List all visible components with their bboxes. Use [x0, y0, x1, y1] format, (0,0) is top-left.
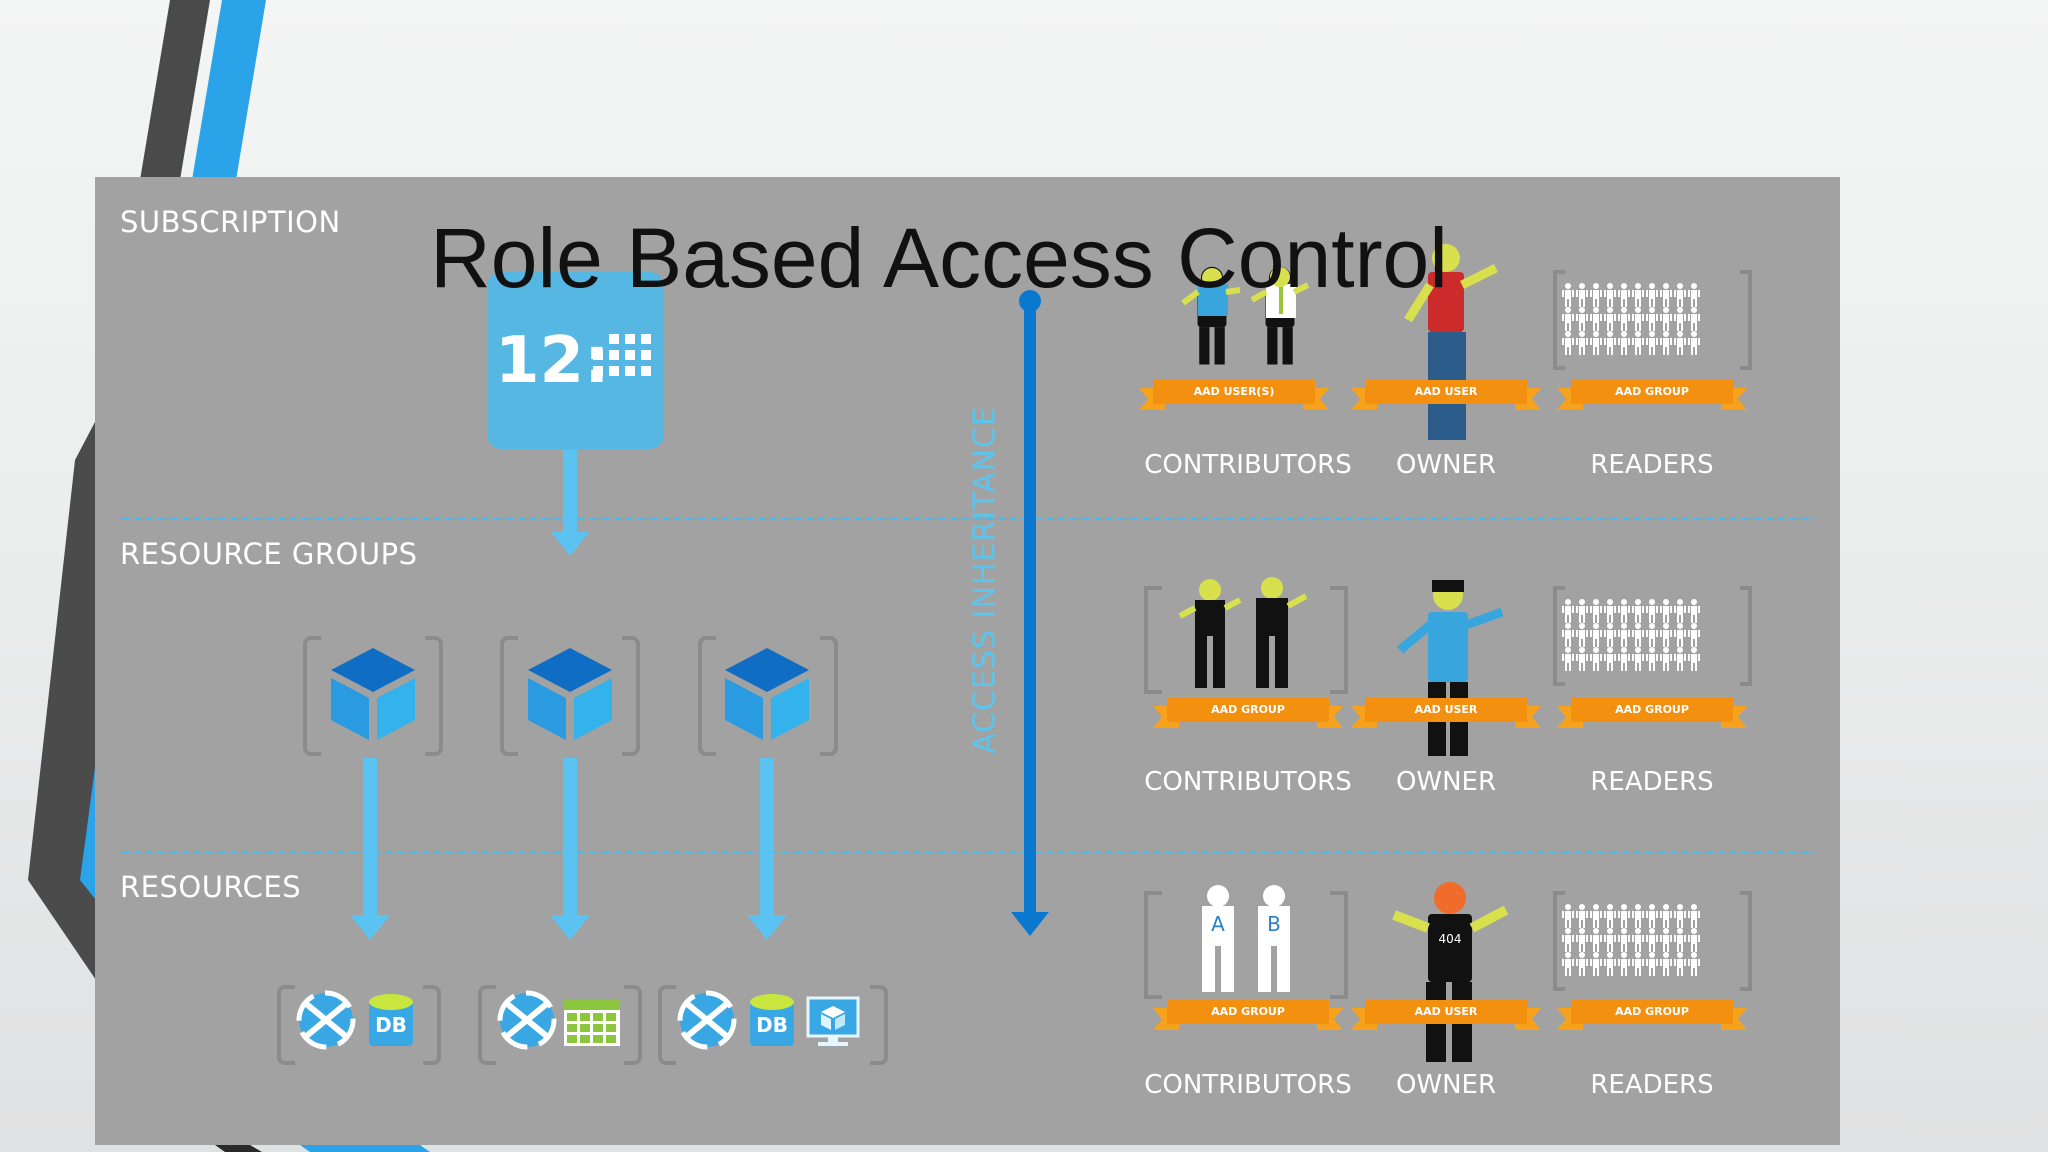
role-badge: AAD GROUP — [1153, 1000, 1343, 1030]
role-badge: AAD GROUP — [1557, 1000, 1747, 1030]
shirt-number: 404 — [1438, 932, 1462, 946]
role-badge: AAD USER — [1351, 380, 1541, 410]
role-label-readers: READERS — [1590, 1070, 1714, 1100]
role-label-readers: READERS — [1590, 450, 1714, 480]
resource-bracket-1 — [277, 983, 441, 1067]
role-badge: AAD GROUP — [1153, 698, 1343, 728]
role-badge: AAD USER — [1351, 1000, 1541, 1030]
role-badge: AAD USER(S) — [1139, 380, 1329, 410]
role-badge: AAD GROUP — [1557, 380, 1747, 410]
resource-bracket-3 — [658, 983, 888, 1067]
shirt-letter-b: B — [1267, 912, 1281, 936]
shirt-letter-a: A — [1211, 912, 1225, 936]
section-label-resource-groups: RESOURCE GROUPS — [120, 537, 418, 571]
resource-group-bracket-2 — [500, 634, 640, 758]
role-label-contributors: CONTRIBUTORS — [1144, 450, 1352, 480]
subscription-icon-number: 12: — [495, 324, 610, 398]
role-label-contributors: CONTRIBUTORS — [1144, 767, 1352, 797]
role-badge: AAD GROUP — [1557, 698, 1747, 728]
role-badge: AAD USER — [1351, 698, 1541, 728]
db-label: DB — [375, 1013, 407, 1037]
subscription-grid-icon — [593, 334, 651, 376]
resource-group-bracket-1 — [303, 634, 443, 758]
access-inheritance-label: ACCESS INHERITANCE — [967, 406, 1003, 754]
subscription-icon: 12: — [487, 272, 664, 449]
resource-bracket-2 — [478, 983, 642, 1067]
page-title: Role Based Access Control — [430, 211, 1448, 305]
role-label-owner: OWNER — [1395, 450, 1497, 480]
role-label-readers: READERS — [1590, 767, 1714, 797]
role-label-contributors: CONTRIBUTORS — [1144, 1070, 1352, 1100]
db-label: DB — [756, 1013, 788, 1037]
resource-group-bracket-3 — [698, 634, 838, 758]
role-label-owner: OWNER — [1395, 1070, 1497, 1100]
role-label-owner: OWNER — [1395, 767, 1497, 797]
section-label-subscription: SUBSCRIPTION — [120, 205, 341, 239]
section-label-resources: RESOURCES — [120, 870, 302, 904]
